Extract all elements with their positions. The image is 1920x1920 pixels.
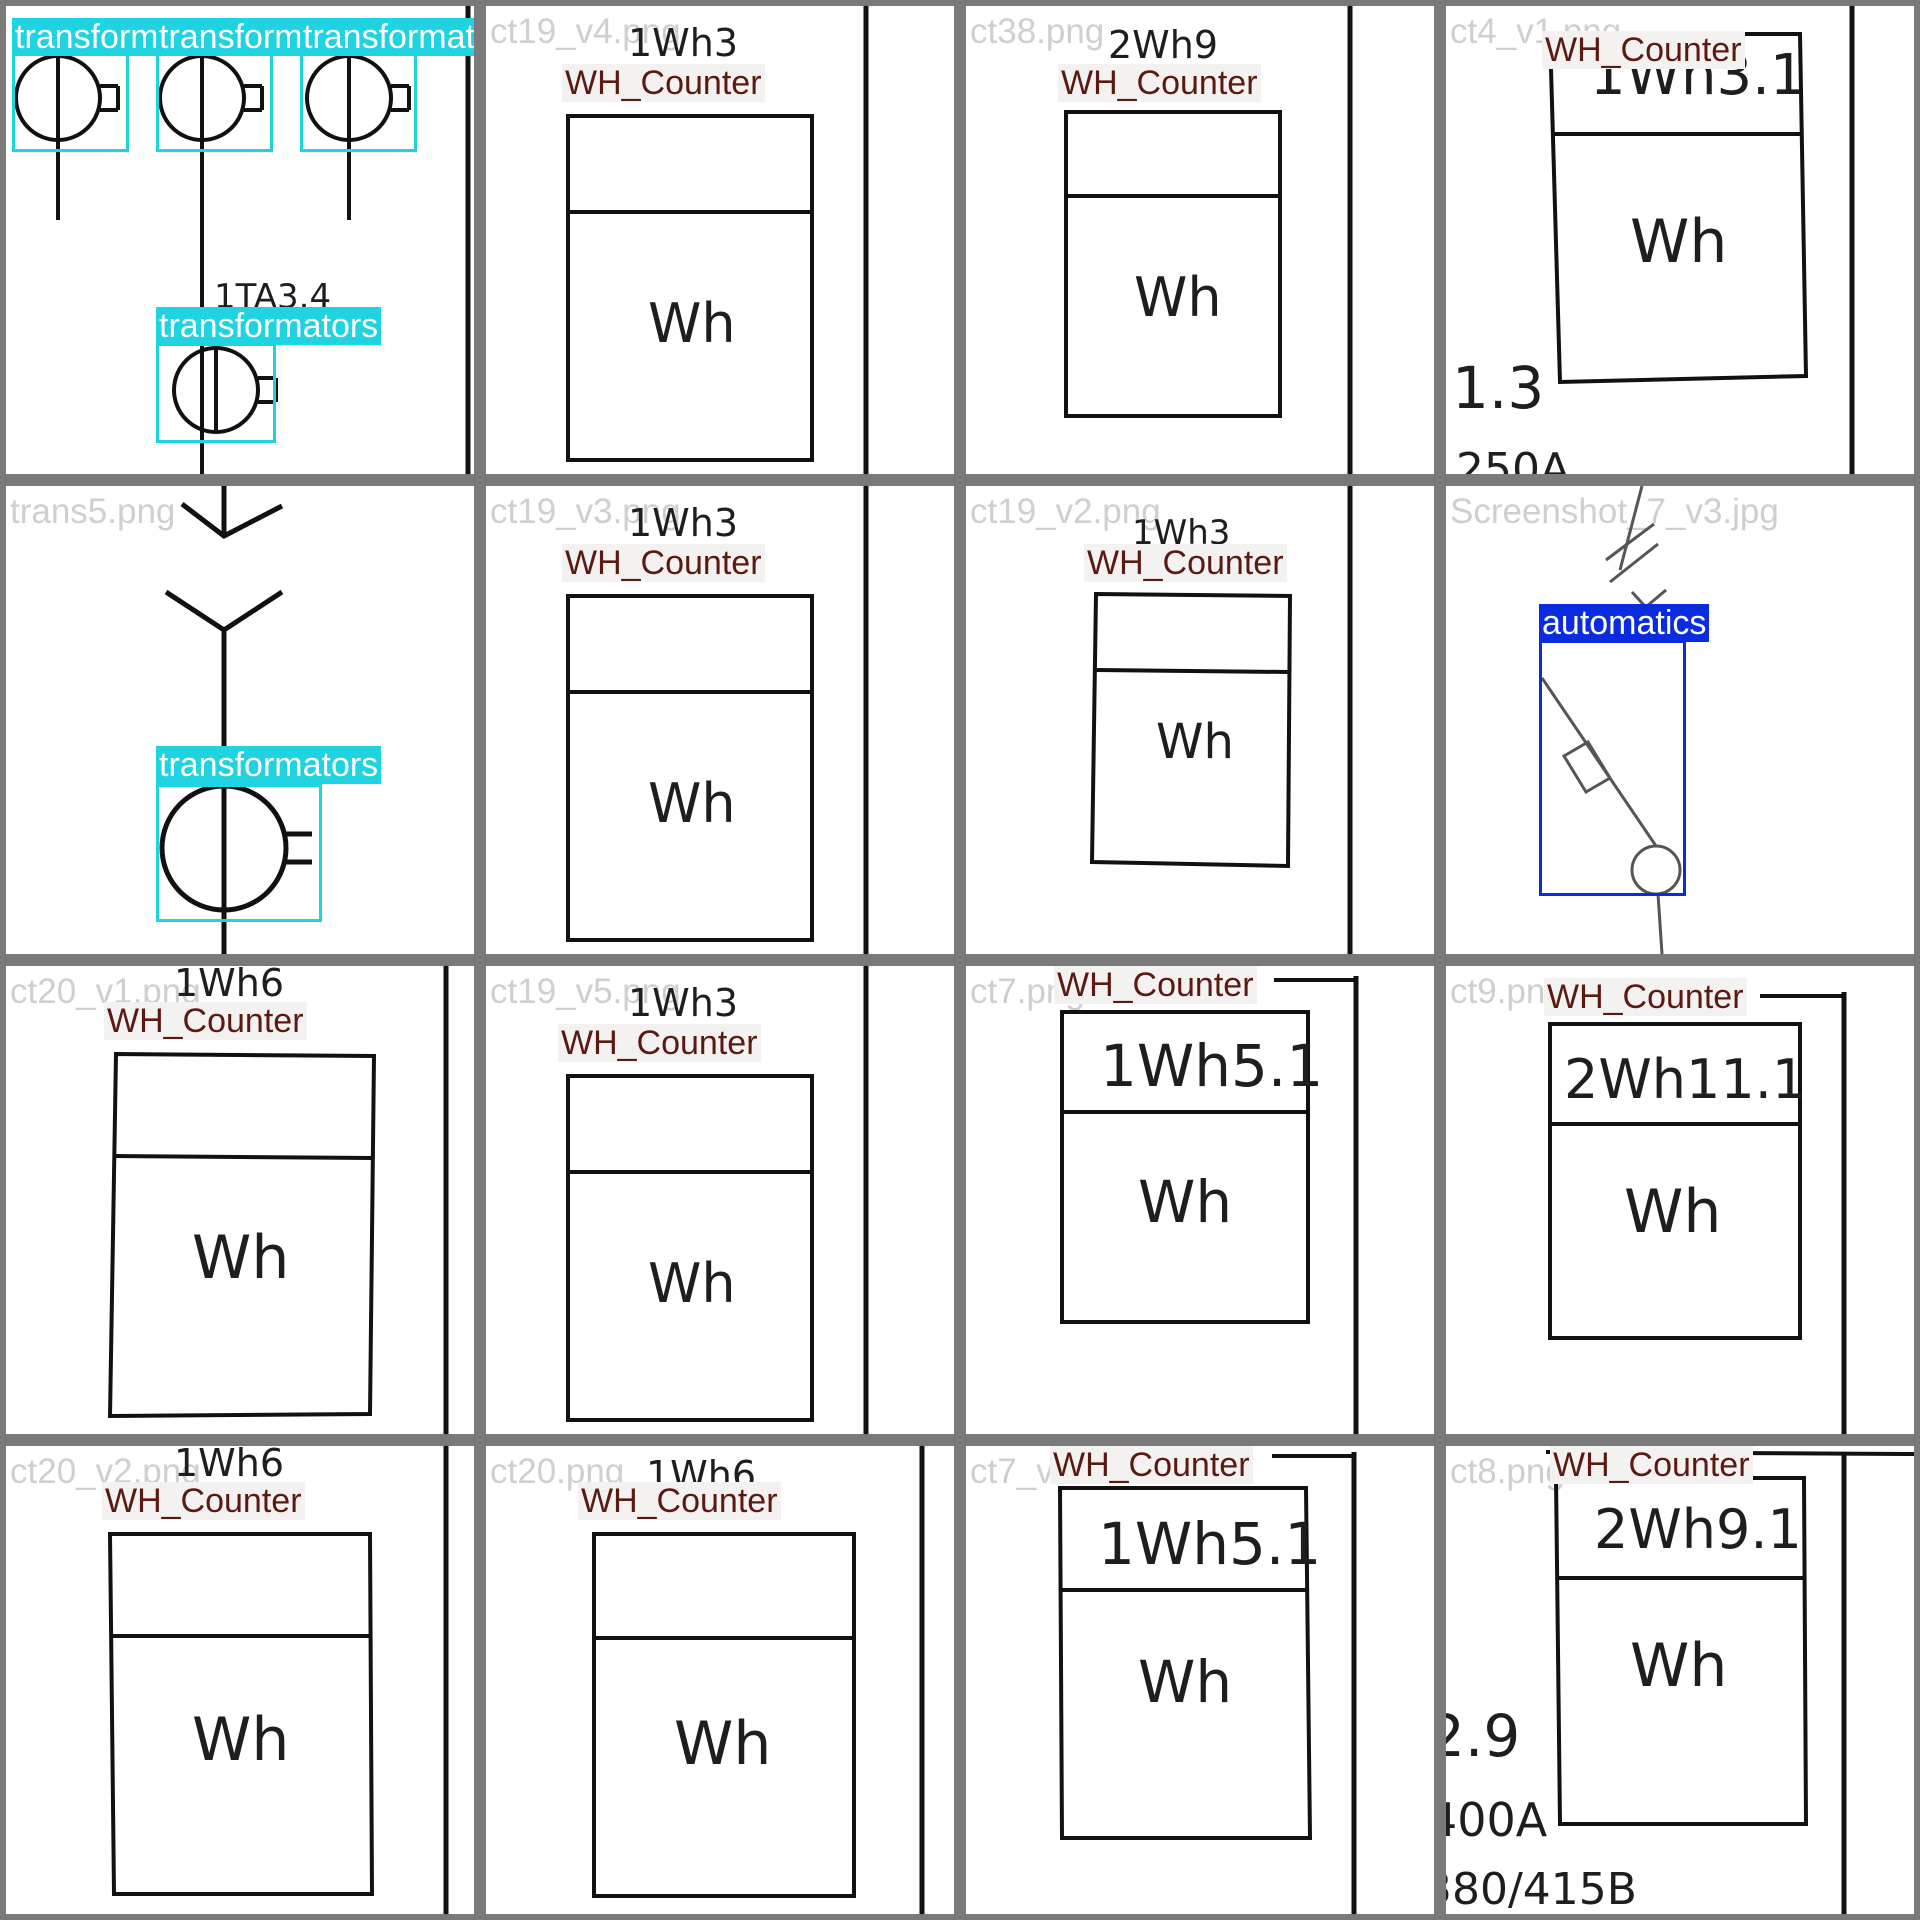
tile-8-text-1: Wh <box>192 1223 289 1293</box>
tile-9-text-1: Wh <box>648 1252 736 1315</box>
tile-filename: ct19_v4.png <box>490 12 681 51</box>
wh-counter-label: WH_Counter <box>562 544 765 582</box>
automatics-label: automatics <box>1539 604 1710 642</box>
tile-15-text-3: 400A <box>1446 1793 1548 1847</box>
tile-filename: ct7_v <box>970 1452 1054 1491</box>
tile-0[interactable]: 1TA3.4 transformators transformators tra… <box>6 6 474 474</box>
tile-filename: ct38.png <box>970 12 1105 51</box>
transformators-box <box>156 784 322 922</box>
wh-counter-label: WH_Counter <box>1084 544 1287 582</box>
tile-9-drawing: 1Wh3 Wh <box>566 966 869 1434</box>
tile-7[interactable]: Screenshot_7_v3.jpg automatics <box>1446 486 1914 954</box>
tile-10-text-0: 1Wh5.1 <box>1100 1032 1323 1100</box>
tile-6[interactable]: ct19_v2.png 1Wh3 Wh WH_Counter <box>966 486 1434 954</box>
tile-9[interactable]: ct19_v5.png 1Wh3 Wh WH_Counter <box>486 966 954 1434</box>
tile-15-text-4: 380/415B <box>1446 1864 1637 1914</box>
tile-11-drawing: 2Wh11.1 Wh <box>1548 992 1847 1434</box>
tile-13[interactable]: ct20.png 1Wh6 Wh WH_Counter <box>486 1446 954 1914</box>
tile-3-drawing: 1Wh3.1 Wh 1.3 250A <box>1452 6 1855 474</box>
tile-filename: ct19_v3.png <box>490 492 681 531</box>
tile-12[interactable]: ct20_v2.png 1Wh6 Wh WH_Counter <box>6 1446 474 1914</box>
tile-5[interactable]: ct19_v3.png 1Wh3 Wh WH_Counter <box>486 486 954 954</box>
tile-15[interactable]: ct8.png 2Wh9.1 Wh 2.9 400A 380/415B WH_C… <box>1446 1446 1914 1914</box>
tile-8-drawing: 1Wh6 Wh <box>107 966 449 1434</box>
automatics-box <box>1539 640 1686 896</box>
tile-filename: trans5.png <box>10 492 176 531</box>
tile-filename: Screenshot_7_v3.jpg <box>1450 492 1779 531</box>
tile-13-text-1: Wh <box>674 1709 771 1779</box>
wh-counter-label: WH_Counter <box>1544 978 1747 1016</box>
tile-1-drawing: 1Wh3 Wh <box>566 6 869 474</box>
tile-14-text-0: 1Wh5.1 <box>1098 1510 1321 1578</box>
wh-counter-label: WH_Counter <box>1550 1446 1753 1484</box>
wh-counter-label: WH_Counter <box>1054 966 1257 1004</box>
tile-3-text-2: 1.3 <box>1452 354 1544 422</box>
tile-10[interactable]: ct7.png 1Wh5.1 Wh WH_Counter <box>966 966 1434 1434</box>
tile-2-text-1: Wh <box>1134 266 1222 329</box>
wh-counter-label: WH_Counter <box>1058 64 1261 102</box>
tile-8-text-0: 1Wh6 <box>174 966 284 1005</box>
wh-counter-label: WH_Counter <box>1050 1446 1253 1484</box>
tile-11-text-1: Wh <box>1624 1177 1721 1247</box>
tile-14-drawing: 1Wh5.1 Wh <box>1057 1452 1357 1914</box>
transformators-label: transformators <box>300 18 474 56</box>
transformators-box <box>156 52 273 152</box>
tile-3-text-3: 250A <box>1456 444 1570 474</box>
wh-counter-label: WH_Counter <box>558 1024 761 1062</box>
wh-counter-label: WH_Counter <box>1542 31 1745 69</box>
tile-15-text-0: 2Wh9.1 <box>1594 1498 1802 1561</box>
tile-11-text-0: 2Wh11.1 <box>1564 1048 1806 1111</box>
tile-3-text-1: Wh <box>1630 207 1727 277</box>
tile-2-drawing: 2Wh9 Wh <box>1064 6 1353 474</box>
transformators-box <box>12 52 129 152</box>
tile-filename: ct19_v5.png <box>490 972 681 1011</box>
transformators-box <box>156 343 276 443</box>
tile-1[interactable]: ct19_v4.png 1Wh3 Wh WH_Counter <box>486 6 954 474</box>
tile-12-drawing: 1Wh6 Wh <box>107 1446 449 1914</box>
tile-2-text-0: 2Wh9 <box>1108 23 1218 67</box>
wh-counter-label: WH_Counter <box>102 1482 305 1520</box>
wh-counter-label: WH_Counter <box>578 1482 781 1520</box>
tile-10-text-1: Wh <box>1138 1168 1232 1236</box>
tile-1-text-1: Wh <box>648 292 736 355</box>
tile-15-text-1: Wh <box>1630 1631 1727 1701</box>
tile-5-text-1: Wh <box>648 772 736 835</box>
tile-12-text-1: Wh <box>192 1705 289 1775</box>
tile-8[interactable]: ct20_v1.png 1Wh6 Wh WH_Counter <box>6 966 474 1434</box>
tile-11[interactable]: ct9.png 2Wh11.1 Wh WH_Counter <box>1446 966 1914 1434</box>
tile-2[interactable]: ct38.png 2Wh9 Wh WH_Counter <box>966 6 1434 474</box>
wh-counter-label: WH_Counter <box>104 1002 307 1040</box>
transformators-label: transformators <box>156 307 382 345</box>
tile-14-text-1: Wh <box>1138 1648 1232 1716</box>
tile-filename: ct19_v2.png <box>970 492 1161 531</box>
tile-9-text-0: 1Wh3 <box>628 981 738 1025</box>
tile-filename: ct8.png <box>1450 1452 1565 1491</box>
tile-10-drawing: 1Wh5.1 Wh <box>1060 976 1359 1434</box>
tile-6-text-1: Wh <box>1156 714 1234 770</box>
tile-15-drawing: 2Wh9.1 Wh 2.9 400A 380/415B <box>1446 1450 1914 1914</box>
tile-15-text-2: 2.9 <box>1446 1702 1520 1770</box>
tile-5-drawing: 1Wh3 Wh <box>566 486 869 954</box>
tile-14[interactable]: ct7_v 1Wh5.1 Wh WH_Counter <box>966 1446 1434 1914</box>
tile-1-text-0: 1Wh3 <box>628 21 738 65</box>
tile-3[interactable]: ct4_v1.png 1Wh3.1 Wh 1.3 250A WH_Counter <box>1446 6 1914 474</box>
tile-5-text-0: 1Wh3 <box>628 501 738 545</box>
tile-4[interactable]: trans5.png transformators <box>6 486 474 954</box>
transformators-box <box>300 52 417 152</box>
transformators-label: transformators <box>156 746 382 784</box>
wh-counter-label: WH_Counter <box>562 64 765 102</box>
tile-12-text-0: 1Wh6 <box>174 1446 284 1485</box>
